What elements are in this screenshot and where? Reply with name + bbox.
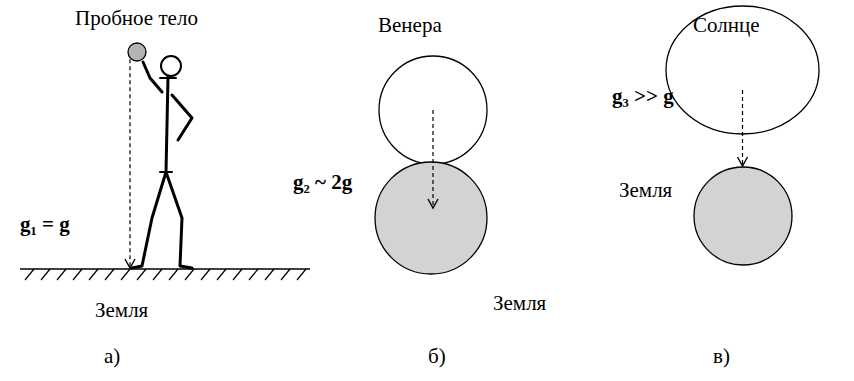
- venus-circle-outline: [378, 55, 488, 165]
- ground-surface: Земля: [20, 268, 310, 328]
- earth-circle: Земля: [374, 161, 488, 275]
- acceleration-label: g₁ = g: [20, 212, 70, 236]
- venus-circle: Венера: [378, 55, 488, 165]
- person-figure: [132, 56, 192, 268]
- panel-letter: б): [428, 344, 446, 368]
- node-label: Земля: [493, 291, 546, 315]
- acceleration-label: g₂ ~ 2g: [293, 170, 352, 194]
- node-label: Солнце: [693, 13, 760, 37]
- acceleration-label: g₃ >> g: [612, 84, 674, 108]
- panel-letter: а): [104, 344, 120, 368]
- node-label: Земля: [619, 178, 672, 202]
- earth-circle-outline: [693, 166, 793, 266]
- earth-circle-outline: [374, 161, 488, 275]
- test-body-outline: [127, 42, 147, 62]
- gravity-arrow: [129, 59, 130, 268]
- node-label: Земля: [95, 298, 148, 322]
- earth-circle: Земля: [693, 166, 793, 266]
- ground-surface-outline: [20, 268, 310, 328]
- sun-circle: Солнце: [665, 5, 820, 135]
- node-label: Пробное тело: [75, 6, 198, 30]
- panel-letter: в): [713, 344, 730, 368]
- node-label: Венера: [378, 13, 442, 37]
- test-body: Пробное тело: [127, 42, 147, 62]
